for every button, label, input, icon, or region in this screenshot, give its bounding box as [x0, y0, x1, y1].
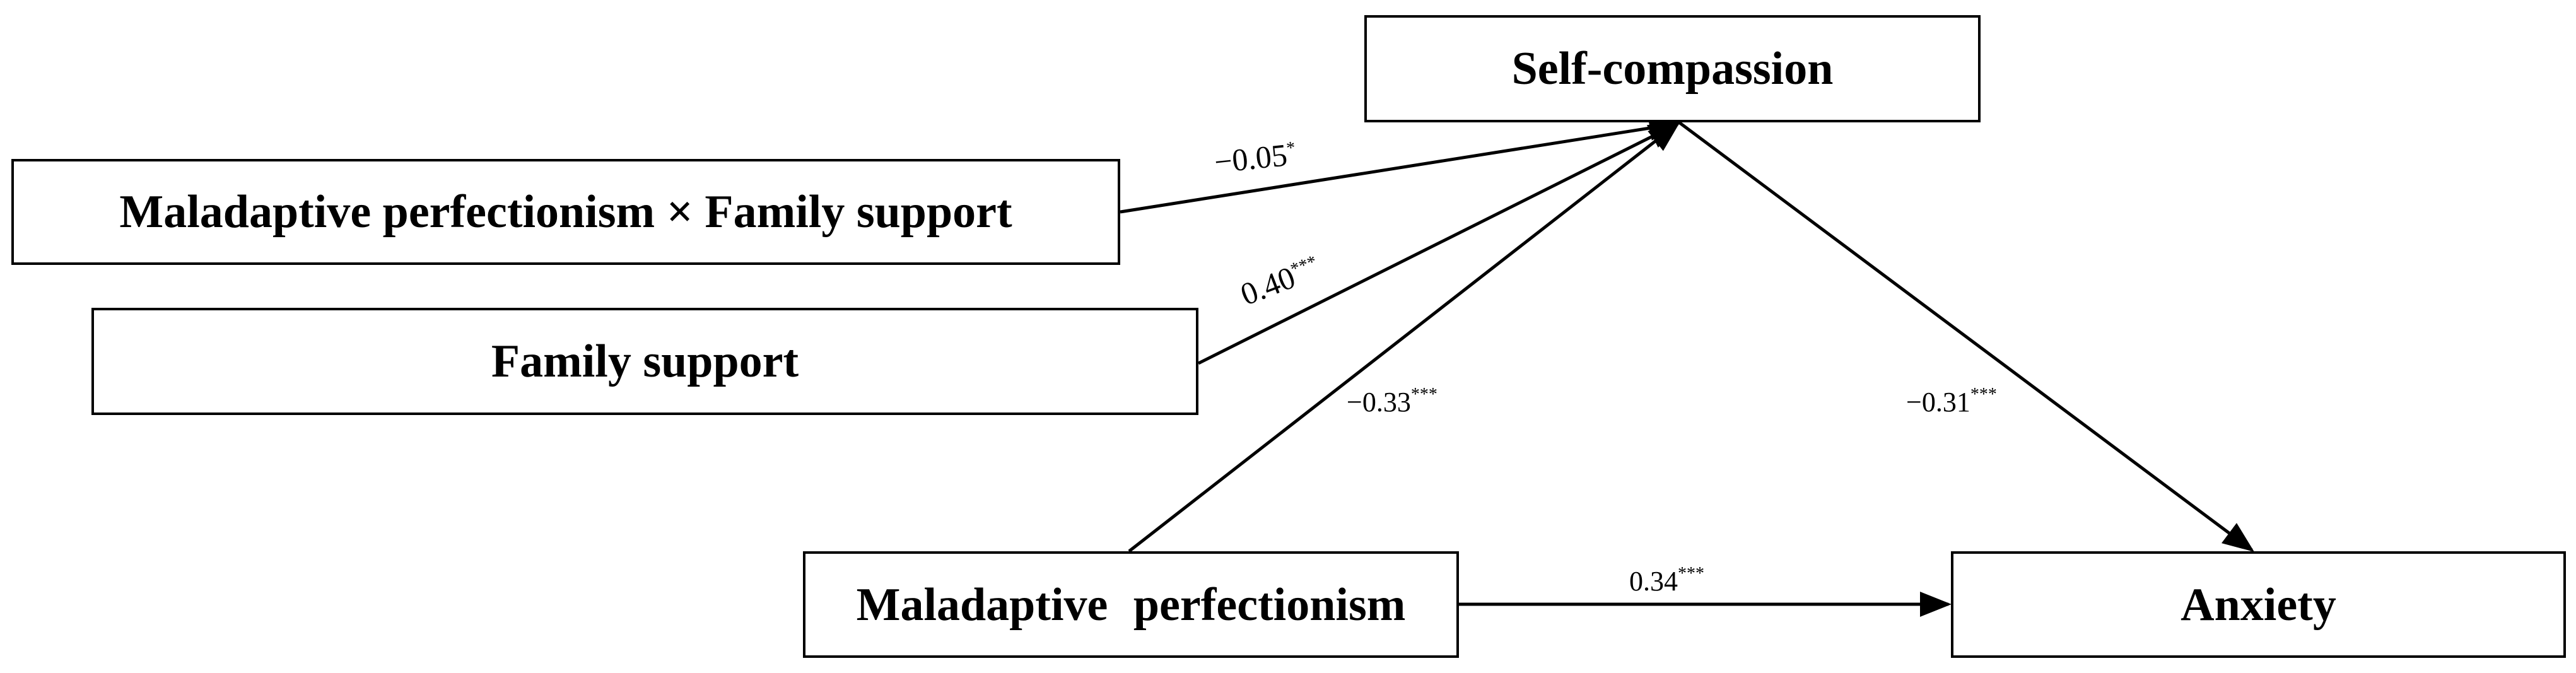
- arrow-family-support-to-self-compassion: [1197, 122, 1681, 365]
- node-anxiety-label: Anxiety: [2181, 578, 2336, 631]
- significance-marker: ***: [1970, 385, 1997, 404]
- coefficient-value: −0.31: [1906, 387, 1970, 418]
- coefficient-maladaptive-to-anxiety: 0.34***: [1629, 565, 1704, 597]
- node-interaction-term: Maladaptive perfectionism × Family suppo…: [11, 159, 1120, 265]
- significance-marker: ***: [1410, 385, 1437, 404]
- node-interaction-term-label: Maladaptive perfectionism × Family suppo…: [119, 186, 1012, 238]
- arrow-maladaptive-to-self-compassion: [1128, 121, 1680, 553]
- node-family-support: Family support: [91, 308, 1198, 415]
- coefficient-self-compassion-to-anxiety: −0.31***: [1906, 386, 1997, 418]
- node-maladaptive-perfectionism-label: Maladaptive perfectionism: [856, 578, 1406, 631]
- node-anxiety: Anxiety: [1951, 551, 2566, 658]
- coefficient-maladaptive-to-self-compassion: −0.33***: [1347, 386, 1437, 418]
- arrow-self-compassion-to-anxiety: [1678, 120, 2255, 552]
- significance-marker: ***: [1678, 564, 1704, 583]
- coefficient-value: −0.33: [1347, 387, 1411, 418]
- node-family-support-label: Family support: [491, 336, 799, 387]
- node-maladaptive-perfectionism: Maladaptive perfectionism: [803, 551, 1459, 658]
- node-self-compassion: Self-compassion: [1364, 15, 1981, 122]
- coefficient-value: 0.34: [1629, 566, 1678, 597]
- arrow-interaction-to-self-compassion: [1120, 115, 1681, 214]
- node-self-compassion-label: Self-compassion: [1511, 43, 1834, 95]
- coefficient-interaction-to-self-compassion: −0.05*: [1212, 137, 1297, 180]
